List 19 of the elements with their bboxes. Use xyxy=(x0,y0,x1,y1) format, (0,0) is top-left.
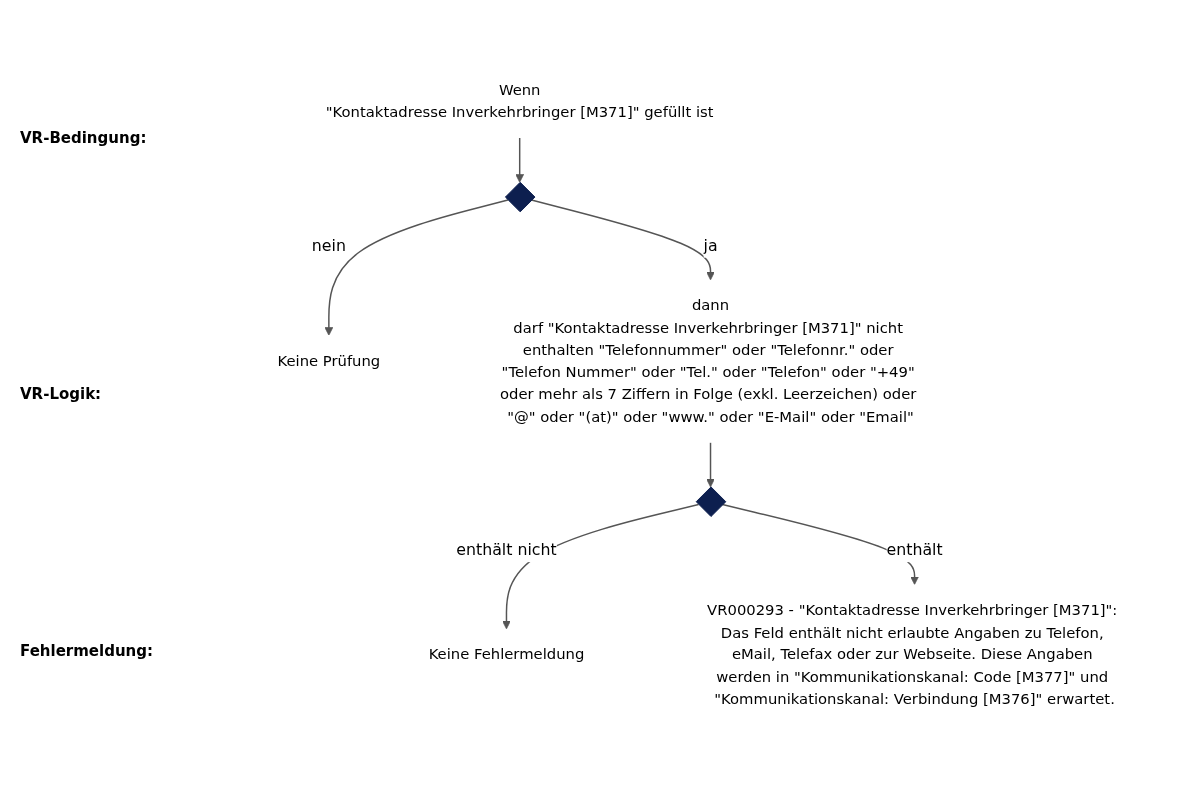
section-label: VR-Bedingung: xyxy=(20,129,148,148)
node-text: Keine Fehlermeldung xyxy=(428,645,585,664)
node-text: Wenn "Kontaktadresse Inverkehrbringer [M371]" gefüllt ist xyxy=(325,80,714,121)
edge-label: enthält xyxy=(886,540,943,560)
node-text: Keine Prüfung xyxy=(277,352,381,370)
edge-label: ja xyxy=(703,236,718,255)
section-label: Fehlermeldung: xyxy=(20,641,154,660)
arrow xyxy=(515,137,525,183)
edge-label: nein xyxy=(311,236,346,255)
arrow xyxy=(530,199,715,281)
arrow xyxy=(706,441,715,488)
node-diamond xyxy=(504,181,536,213)
node-text: VR000293 - "Kontaktadresse Inverkehrbringer [M371]": Das Feld enthält nicht erlaubte Angaben zu Telefon, eMail, Telefax oder zur Webseite. Diese Angaben werden in "Kommunikationskanal: Code [M377]" und "Kommunikationskanal: Verbindung [M376]" erwartet. xyxy=(707,601,1118,708)
section-label: VR-Logik: xyxy=(20,385,103,404)
node-diamond xyxy=(695,486,727,517)
arrow xyxy=(721,503,919,585)
edge-label: enthält nicht xyxy=(456,540,557,560)
arrow xyxy=(324,199,509,336)
node-text: dann darf "Kontaktadresse Inverkehrbringer [M371]" nicht enthalten "Telefonnummer" oder "Telefonnr." oder "Telefon Nummer" oder "Tel." oder "Telefon" oder "+49" oder mehr als 7 Ziffern in Folge (exkl. Leerzeichen) oder "@" oder "(at)" oder "www." oder "E-Mail" oder "Email" xyxy=(500,296,917,426)
